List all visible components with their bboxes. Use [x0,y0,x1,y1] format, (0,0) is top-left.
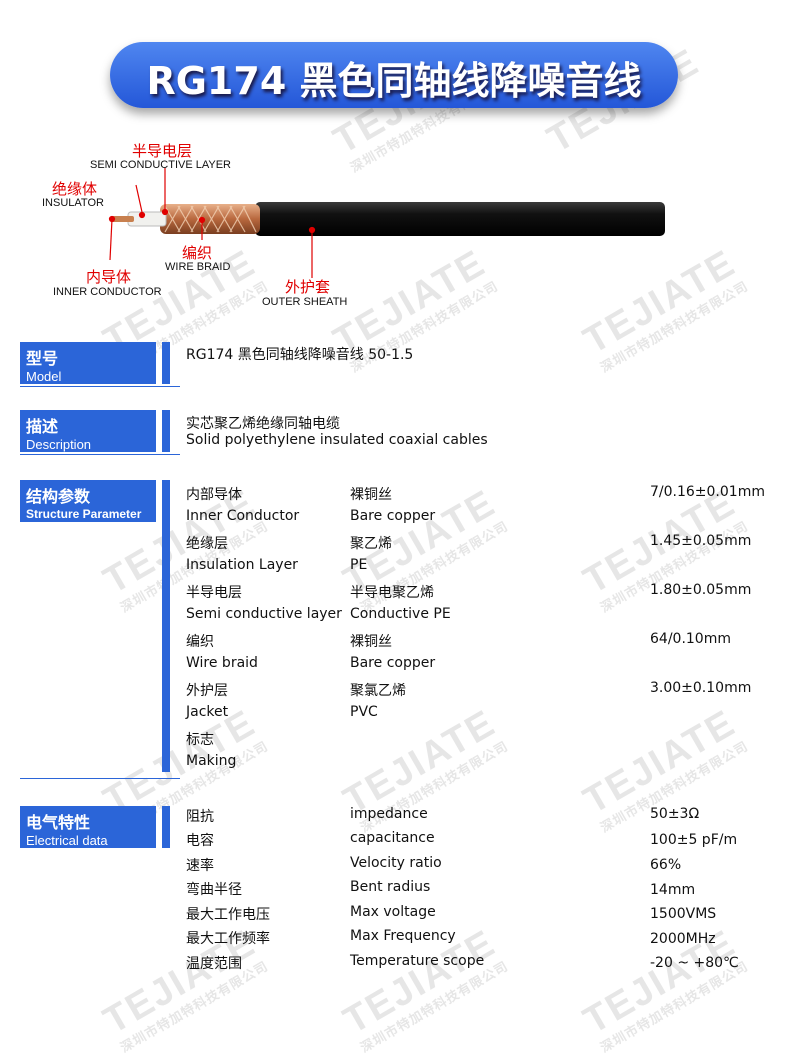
semi-conductive-label: 半导电层 [132,142,193,160]
model-value: RG174 黑色同轴线降噪音线 50-1.5 [186,347,414,363]
insulator-label: 绝缘体 [52,180,98,198]
braid-label-en: WIRE BRAID [165,261,231,273]
structure-bar [162,480,170,772]
model-bar [162,342,170,384]
description-divider [20,454,180,455]
description-bar [162,410,170,452]
title-banner: RG174 黑色同轴线降噪音线 [110,42,678,108]
page-title: RG174 黑色同轴线降噪音线 [146,59,642,103]
outer-sheath-label: 外护套 [285,278,331,296]
inner-conductor-shape [112,216,134,222]
inner-conductor-label-en: INNER CONDUCTOR [53,286,162,298]
electrical-header: 电气特性 Electrical data [20,806,156,848]
electrical-bar [162,806,170,848]
braid-label: 编织 [182,244,213,262]
model-divider [20,386,180,387]
description-value-zh: 实芯聚乙烯绝缘同轴电缆 [186,416,340,432]
structure-header: 结构参数 Structure Parameter [20,480,156,522]
semi-conductive-label-en: SEMI CONDUCTIVE LAYER [90,159,231,171]
description-header: 描述 Description [20,410,156,452]
outer-sheath-shape [255,202,665,236]
insulator-label-en: INSULATOR [42,197,104,209]
description-value-en: Solid polyethylene insulated coaxial cab… [186,432,488,448]
model-header: 型号 Model [20,342,156,384]
structure-divider [20,778,180,779]
braid-shape [160,204,260,234]
cable-diagram [108,168,665,278]
outer-sheath-label-en: OUTER SHEATH [262,296,348,308]
inner-conductor-label: 内导体 [86,268,132,286]
